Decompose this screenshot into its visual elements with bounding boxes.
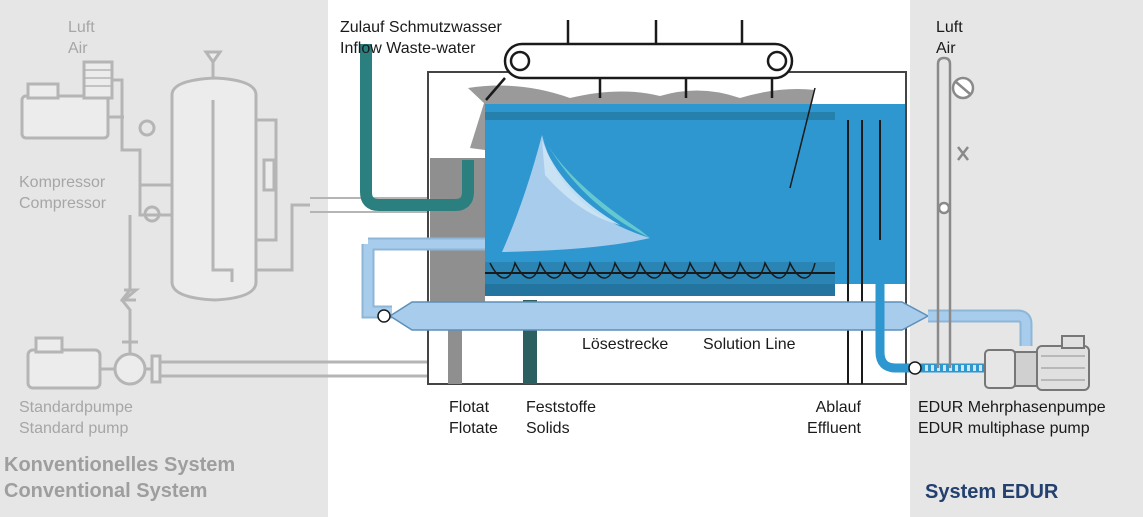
standard-pump xyxy=(26,336,430,390)
conventional-system-title: Konventionelles System Conventional Syst… xyxy=(4,454,236,502)
label-flotate: Flotat Flotate xyxy=(449,399,498,437)
edur-system-title: System EDUR xyxy=(925,481,1059,503)
label-edur-pump: EDUR Mehrphasenpumpe EDUR multiphase pum… xyxy=(918,399,1106,437)
flotation-tank xyxy=(427,71,907,385)
pressure-vessel xyxy=(119,50,310,340)
label-solids: Feststoffe Solids xyxy=(526,399,596,437)
label-standard-pump: Standardpumpe Standard pump xyxy=(19,399,133,437)
edur-air-intake xyxy=(936,56,975,368)
label-solution-line-en: Solution Line xyxy=(703,336,796,353)
label-effluent: Ablauf Effluent xyxy=(807,399,861,437)
label-air-left: Luft Air xyxy=(68,19,95,57)
label-solution-line-de: Lösestrecke xyxy=(582,336,669,353)
compressor-unit xyxy=(20,60,172,223)
label-compressor: Kompressor Compressor xyxy=(19,174,107,212)
solution-line xyxy=(361,237,1033,346)
surface-scraper xyxy=(485,20,794,101)
label-inflow-waste-water: Zulauf Schmutzwasser Inflow Waste-water xyxy=(340,19,502,57)
label-air-right: Luft Air xyxy=(936,19,963,57)
edur-multiphase-pump xyxy=(875,240,1090,391)
inflow-pipe xyxy=(360,44,474,211)
